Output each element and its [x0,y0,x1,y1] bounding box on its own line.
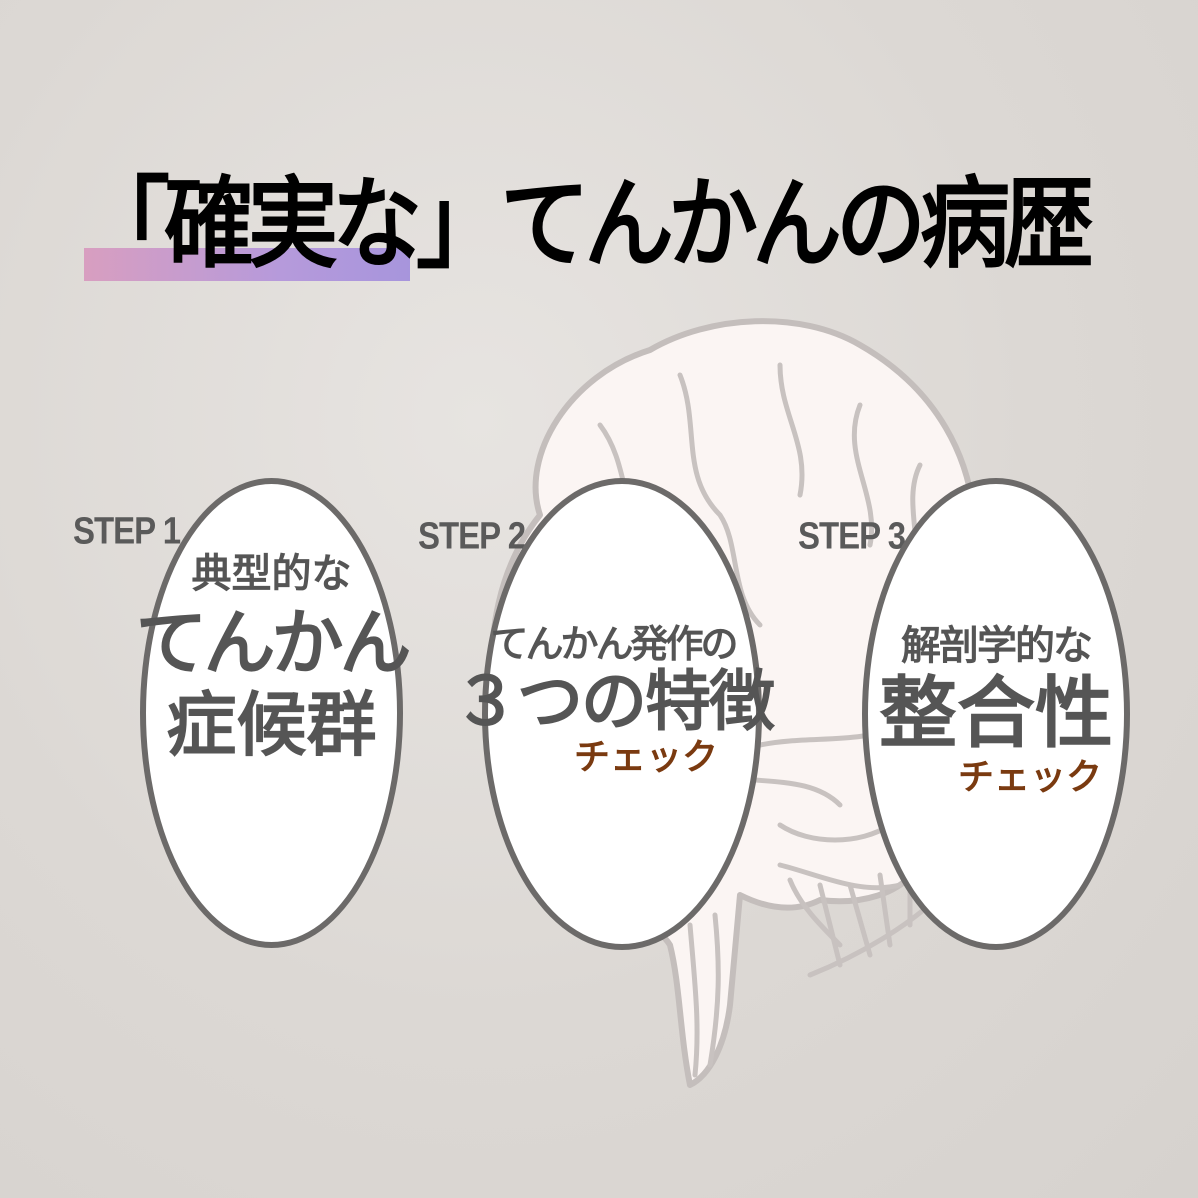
title-highlight-bar [84,248,410,281]
step-1-label: STEP 1 [73,509,181,552]
step-1-line-2: てんかん [135,601,412,685]
step-3-line-1: 解剖学的な [901,623,1093,669]
step-3-line-2: 整合性 [878,669,1113,759]
title-block: 「確実な」てんかんの病歴 [80,169,1094,281]
step-3-oval: 解剖学的な 整合性 チェック [862,478,1130,950]
step-3-label: STEP 3 [798,514,906,557]
step-2-line-2: ３つの特徴 [453,662,775,740]
step-2-check: チェック [573,737,718,779]
step-2-label: STEP 2 [418,514,526,557]
step-2-oval: てんかん発作の ３つの特徴 チェック [453,478,775,950]
step-1-line-3: 症候群 [166,684,377,767]
step-3-check: チェック [957,756,1102,798]
page-title: 「確実な」てんかんの病歴 [80,166,1094,283]
step-2-line-1: てんかん発作の [490,622,738,666]
step-1-oval: 典型的な てんかん 症候群 [136,478,412,948]
step-1-line-1: 典型的な [191,551,352,597]
